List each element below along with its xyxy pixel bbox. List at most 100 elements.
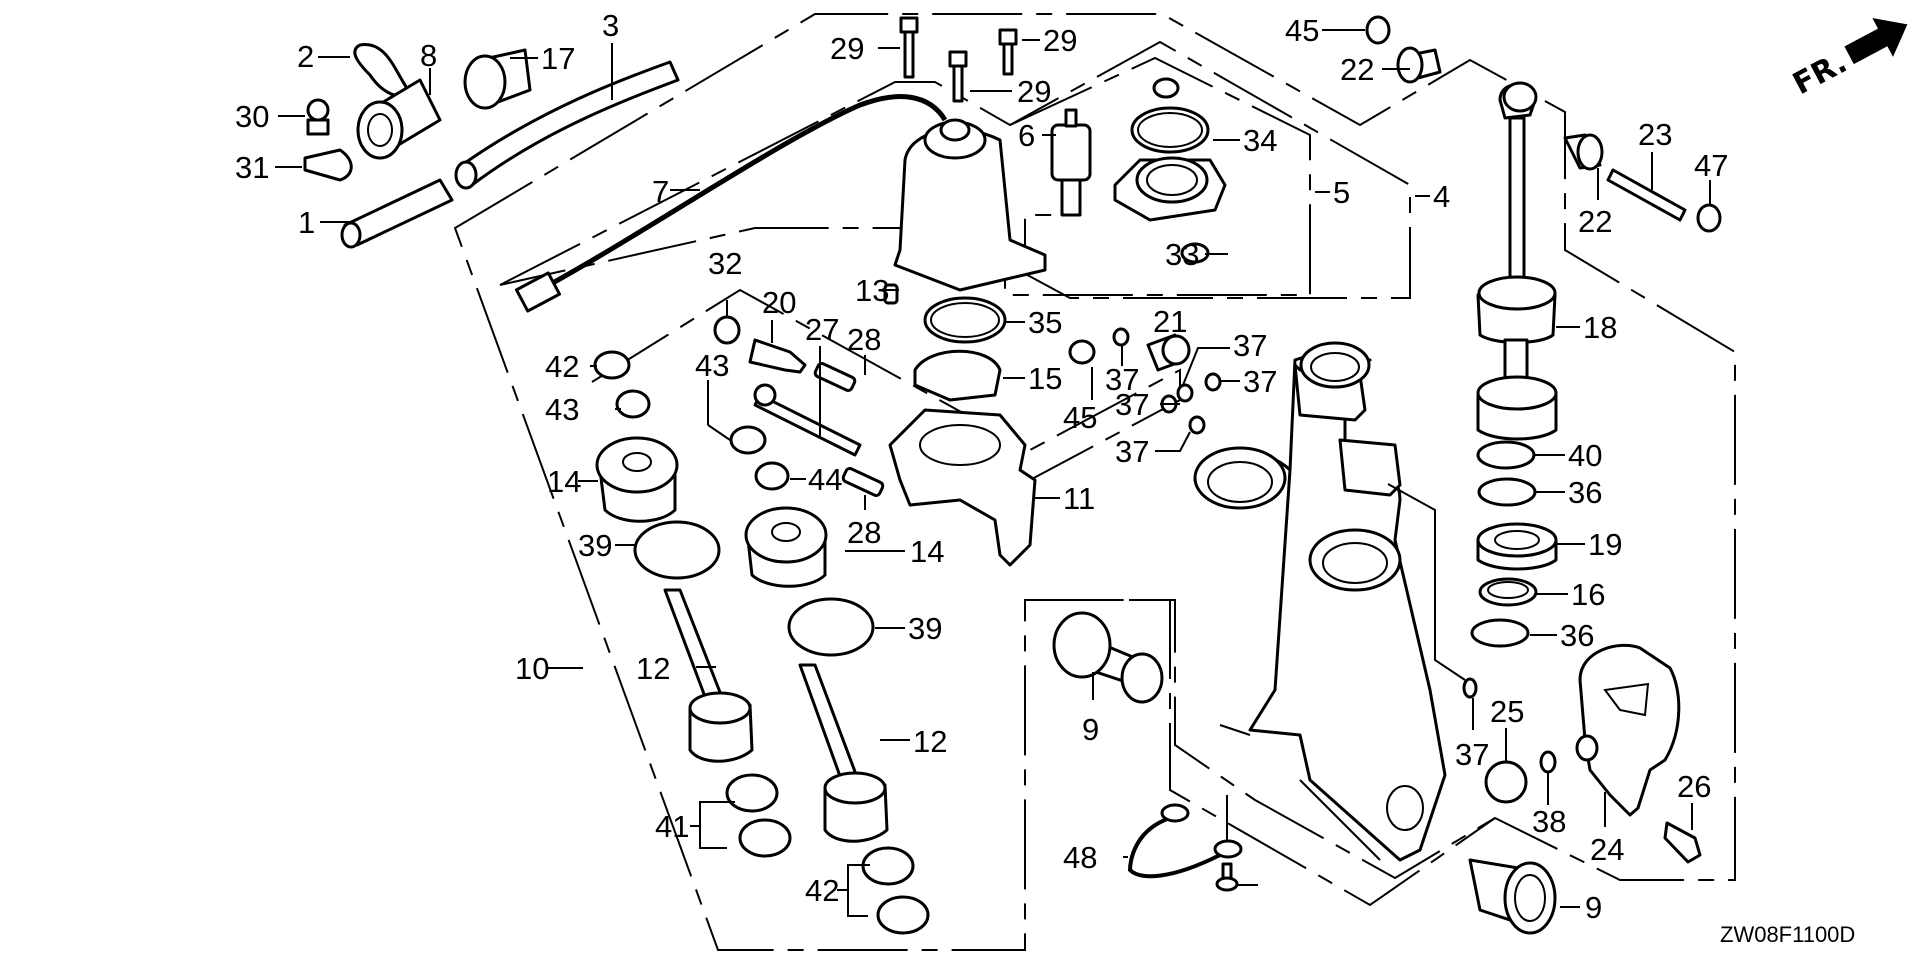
callout-18: 18 bbox=[1583, 310, 1617, 345]
callout-36a: 36 bbox=[1568, 475, 1602, 510]
callout-45a: 45 bbox=[1285, 13, 1319, 48]
callout-29b: 29 bbox=[1043, 23, 1077, 58]
oring-36b-part bbox=[1470, 618, 1530, 648]
seal-ring-16-part bbox=[1478, 577, 1538, 607]
oring-37f-part bbox=[1462, 677, 1478, 699]
callout-37f: 37 bbox=[1455, 737, 1489, 772]
collar-9a-part bbox=[1052, 611, 1164, 704]
callout-41a: 41 bbox=[655, 809, 689, 844]
callout-28b: 28 bbox=[847, 515, 881, 550]
callout-26: 26 bbox=[1677, 769, 1711, 804]
callout-39a: 39 bbox=[578, 528, 612, 563]
grommet-17-part bbox=[463, 48, 532, 110]
bushing-22a-part bbox=[1396, 46, 1442, 84]
bolt-28-part-b bbox=[841, 467, 885, 497]
ring-41a-part bbox=[725, 773, 779, 813]
cap-top-part bbox=[1152, 77, 1180, 99]
seal-43a-part bbox=[615, 389, 651, 419]
cylinder-housing-part bbox=[1193, 341, 1447, 862]
oring-37e-part bbox=[1188, 415, 1206, 435]
callout-33: 33 bbox=[1165, 237, 1199, 272]
callout-47: 48 bbox=[1063, 840, 1097, 875]
callout-15: 15 bbox=[1028, 361, 1062, 396]
pin-23-part bbox=[1606, 168, 1687, 222]
callout-23: 23 bbox=[1638, 117, 1672, 152]
trim-piston-a-part bbox=[663, 588, 754, 763]
callout-35: 35 bbox=[1028, 305, 1062, 340]
ground-cable-part bbox=[1127, 803, 1243, 879]
callout-37c: 37 bbox=[1243, 364, 1277, 399]
callout-7: 7 bbox=[652, 174, 669, 209]
plug-44-part bbox=[1068, 339, 1096, 365]
callout-38: 38 bbox=[1532, 804, 1566, 839]
callout-22b: 22 bbox=[1578, 204, 1612, 239]
callout-8: 8 bbox=[420, 38, 437, 73]
callout-28a: 28 bbox=[847, 322, 881, 357]
callout-9b: 9 bbox=[1585, 890, 1602, 925]
reservoir-tank-part bbox=[1575, 643, 1681, 817]
bolt-26-part bbox=[1663, 821, 1702, 864]
motor-housing-part bbox=[893, 118, 1047, 292]
oil-seal-42b-part bbox=[729, 425, 767, 455]
callout-16: 16 bbox=[1571, 577, 1605, 612]
callout-27: 27 bbox=[805, 312, 839, 347]
callout-22a: 22 bbox=[1340, 52, 1374, 87]
callout-32: 32 bbox=[708, 246, 742, 281]
free-piston-19-part bbox=[1476, 522, 1558, 571]
callout-39b: 39 bbox=[908, 611, 942, 646]
tilt-rod-part bbox=[1476, 81, 1558, 441]
motor-cable-part bbox=[514, 94, 948, 313]
callout-37d: 37 bbox=[1115, 387, 1149, 422]
bolt-29-parts bbox=[899, 16, 1018, 103]
callout-24: 24 bbox=[1590, 832, 1624, 867]
callout-5: 5 bbox=[1333, 175, 1350, 210]
callout-labels: 1 2 3 4 5 6 7 8 9 9 10 11 12 12 13 14 14… bbox=[235, 8, 1728, 925]
oring-38-part bbox=[1539, 750, 1557, 774]
callout-40-visible: 40 bbox=[1568, 438, 1602, 473]
cap-25-part bbox=[1484, 760, 1528, 804]
backup-ring-40-part bbox=[1476, 440, 1536, 470]
group-10-outline bbox=[591, 288, 1181, 481]
callout-37a: 37 bbox=[1105, 362, 1139, 397]
body-outline bbox=[1025, 599, 1496, 907]
oring-37c-part bbox=[1204, 372, 1222, 392]
plug-21-part bbox=[1146, 333, 1191, 372]
pump-body-part bbox=[888, 408, 1037, 567]
cylinder-cap-a-part bbox=[595, 436, 679, 523]
callout-36b: 36 bbox=[1560, 618, 1594, 653]
callout-43b: 44 bbox=[808, 462, 842, 497]
circlip-32-part bbox=[713, 315, 741, 345]
oring-34-part bbox=[1130, 106, 1210, 154]
leader-lines bbox=[275, 29, 1711, 917]
callout-37b: 37 bbox=[1233, 328, 1267, 363]
ring-41d-part bbox=[876, 895, 930, 935]
ring-41b-part bbox=[738, 818, 792, 858]
callout-45b: 47 bbox=[1694, 148, 1728, 183]
bushing-22b-part bbox=[1563, 133, 1604, 171]
bolt-48-part bbox=[1215, 862, 1239, 892]
front-label: FR. bbox=[1787, 45, 1852, 102]
oring-39a-part bbox=[633, 520, 721, 580]
brush-holder-part bbox=[1113, 156, 1227, 222]
clip-part bbox=[306, 98, 330, 136]
oring-37a-part bbox=[1112, 327, 1130, 347]
callout-43a: 43 bbox=[545, 392, 579, 427]
callout-20: 20 bbox=[762, 285, 796, 320]
callout-6: 6 bbox=[1018, 118, 1035, 153]
callout-10: 10 bbox=[515, 651, 549, 686]
callout-19: 19 bbox=[1588, 527, 1622, 562]
oring-35-part bbox=[923, 296, 1007, 344]
seal-43b-part bbox=[754, 461, 790, 491]
callout-44: 45 bbox=[1063, 400, 1097, 435]
callout-11: 11 bbox=[1063, 481, 1095, 516]
callout-17: 17 bbox=[541, 41, 575, 76]
cylinder-cap-b-part bbox=[744, 506, 828, 588]
oring-36a-part bbox=[1477, 477, 1537, 507]
callout-42b: 43 bbox=[695, 348, 729, 383]
callout-14b: 14 bbox=[910, 534, 944, 569]
oring-39b-part bbox=[787, 597, 875, 657]
callout-31: 31 bbox=[235, 150, 269, 185]
manual-valve-part bbox=[748, 338, 807, 374]
clamp-31-part bbox=[303, 148, 353, 182]
